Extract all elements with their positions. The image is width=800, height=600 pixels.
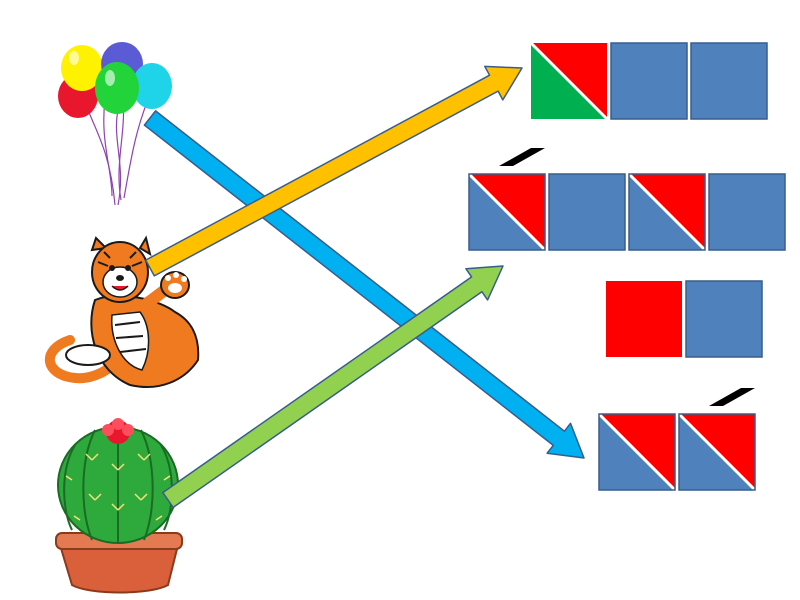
tiger-foot: [66, 345, 110, 365]
word-schemes: [469, 43, 785, 490]
word-scheme-2-tile-4-hard: [709, 174, 785, 250]
word-scheme-1-tile-2-hard: [611, 43, 687, 119]
word-scheme-4-stress-mark: [709, 388, 755, 406]
word-scheme-2-stress-mark: [499, 148, 545, 166]
word-scheme-4: [599, 388, 755, 490]
word-scheme-4-tile-2-hard-merge: [679, 414, 755, 490]
tiger-raised-paw: [145, 272, 189, 305]
balloon-green: [95, 62, 139, 114]
word-scheme-1: [531, 43, 767, 119]
word-scheme-3-tile-2-hard: [686, 281, 762, 357]
word-scheme-3: [606, 281, 762, 357]
word-scheme-1-tile-1-soft-merge: [531, 43, 607, 119]
word-scheme-2: [469, 148, 785, 250]
word-scheme-4-tile-1-hard-merge: [599, 414, 675, 490]
cactus-picture: [56, 418, 182, 593]
word-scheme-1-tile-3-hard: [691, 43, 767, 119]
tiger-head: [92, 238, 150, 302]
word-scheme-2-tile-2-hard: [549, 174, 625, 250]
arrow-cactus-to-scheme-2: [163, 266, 503, 507]
word-scheme-2-tile-3-hard-merge-half: [629, 174, 705, 250]
cactus-pot: [60, 545, 178, 593]
word-scheme-3-tile-1-vowel: [606, 281, 682, 357]
word-scheme-2-tile-1-hard-merge: [469, 174, 545, 250]
arrows-layer: [144, 66, 584, 507]
